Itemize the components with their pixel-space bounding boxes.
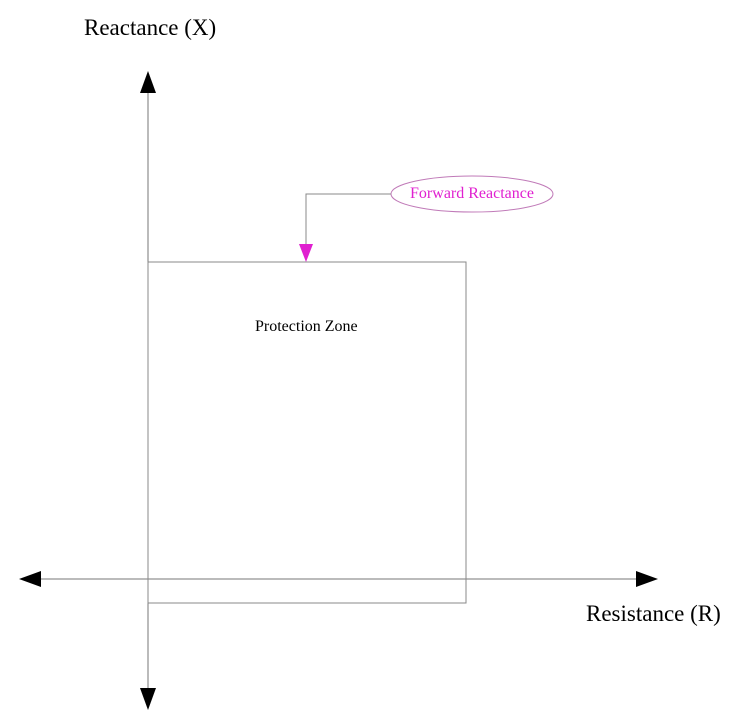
forward-reactance-label: Forward Reactance: [410, 185, 534, 202]
y-axis-arrow-up-icon: [140, 71, 156, 93]
protection-zone-rect: [147, 261, 467, 604]
x-axis-arrow-right-icon: [636, 571, 658, 587]
x-axis-arrow-left-icon: [19, 571, 41, 587]
callout-arrow-icon: [299, 244, 313, 262]
x-axis-label: Resistance (R): [586, 601, 721, 626]
y-axis-arrow-down-icon: [140, 688, 156, 710]
y-axis-label: Reactance (X): [84, 15, 217, 40]
protection-zone-label: Protection Zone: [255, 318, 358, 335]
callout-leader-line: [305, 193, 391, 246]
